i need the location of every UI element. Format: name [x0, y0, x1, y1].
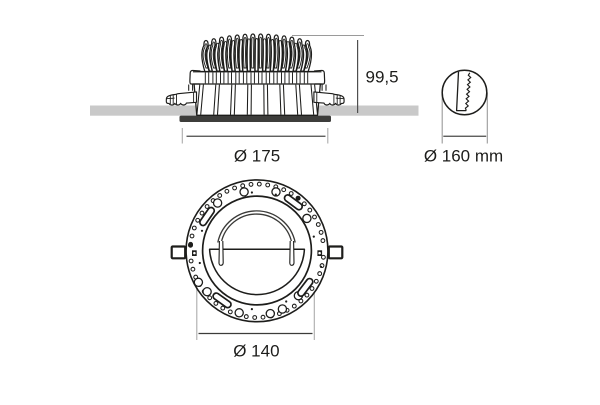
- svg-text:Ø 140: Ø 140: [233, 342, 279, 361]
- svg-text:Ø 175: Ø 175: [234, 147, 280, 166]
- svg-text:99,5: 99,5: [366, 68, 399, 87]
- svg-text:Ø 160 mm: Ø 160 mm: [424, 147, 503, 166]
